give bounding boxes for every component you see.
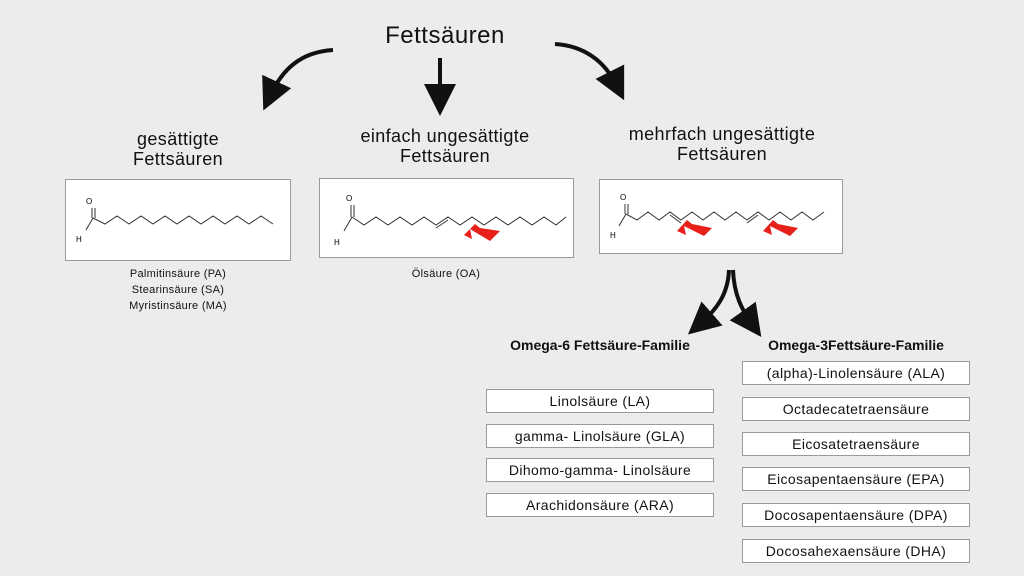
diagram-title: Fettsäuren [385,22,505,49]
category-mono-line1: einfach ungesättigte [360,126,530,146]
omega6-item: Dihomo-gamma- Linolsäure [486,458,714,482]
omega3-item: Octadecatetraensäure [742,397,970,421]
category-saturated-line1: gesättigte [136,129,220,149]
double-bond-highlight-arrow [763,220,798,236]
oxygen-label: O [620,193,626,202]
molecule-polyunsaturated: O H [599,179,843,254]
saturated-acid-list: Palmitinsäure (PA) Stearinsäure (SA) Myr… [88,266,268,314]
omega3-item: (alpha)-Linolensäure (ALA) [742,361,970,385]
arrow-to-omega3 [729,269,762,338]
category-monounsaturated: einfach ungesättigte Fettsäuren [330,126,560,166]
molecule-monounsaturated: O H [319,178,574,258]
category-saturated-line2: Fettsäuren [132,149,224,169]
oxygen-label: O [346,194,352,203]
double-bond-highlight-arrow [677,220,712,236]
omega3-item: Docosapentaensäure (DPA) [742,503,970,527]
hydrogen-label: H [610,231,616,240]
omega3-family-title: Omega-3Fettsäure-Familie [768,337,944,353]
list-item: Myristinsäure (MA) [129,300,227,312]
hydrogen-label: H [334,238,340,247]
double-bond-highlight-arrow [464,224,500,241]
monounsaturated-acid-list: Ölsäure (OA) [346,266,546,282]
omega6-item: Linolsäure (LA) [486,389,714,413]
omega6-item: gamma- Linolsäure (GLA) [486,424,714,448]
category-poly-line1: mehrfach ungesättigte [628,124,816,144]
omega3-item: Eicosapentaensäure (EPA) [742,467,970,491]
list-item: Palmitinsäure (PA) [129,268,227,280]
hydrogen-label: H [76,235,82,244]
omega3-item: Eicosatetraensäure [742,432,970,456]
arrow-to-polyunsaturated [554,42,625,101]
omega6-family-title: Omega-6 Fettsäure-Familie [510,337,690,353]
molecule-saturated: O H [65,179,291,261]
omega6-item: Arachidonsäure (ARA) [486,493,714,517]
list-item: Ölsäure (OA) [411,268,481,280]
category-mono-line2: Fettsäuren [399,146,491,166]
list-item: Stearinsäure (SA) [131,284,225,296]
arrow-to-saturated [262,48,334,111]
arrow-to-omega6 [687,269,731,335]
category-saturated: gesättigte Fettsäuren [88,129,268,169]
oxygen-label: O [86,197,92,206]
category-polyunsaturated: mehrfach ungesättigte Fettsäuren [600,124,844,164]
omega3-item: Docosahexaensäure (DHA) [742,539,970,563]
category-poly-line2: Fettsäuren [676,144,768,164]
